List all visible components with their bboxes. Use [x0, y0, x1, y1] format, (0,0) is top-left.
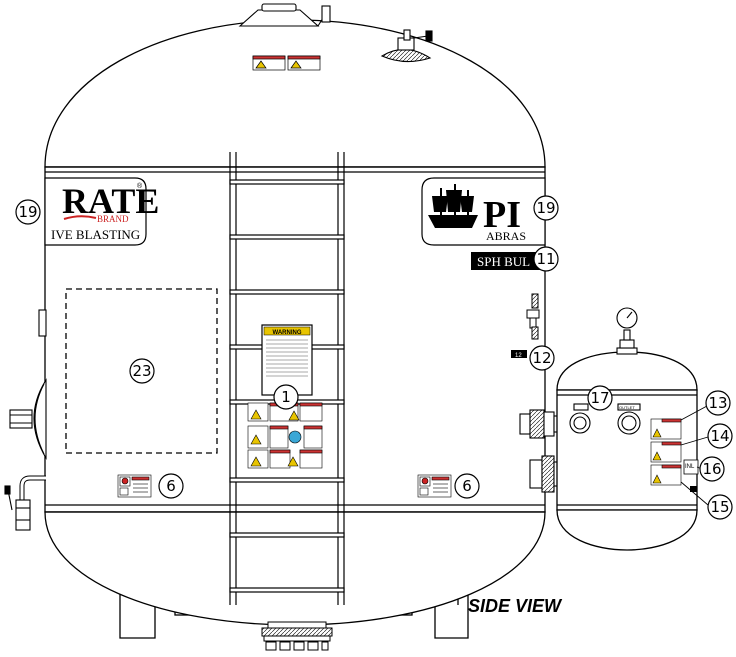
warning-placard-header: WARNING [273, 330, 302, 336]
callout-12: 12 [529, 345, 555, 371]
callout-6-left: 6 [158, 473, 184, 499]
small-tag-text: 12 [515, 353, 522, 359]
callout-17-label: 17 [590, 389, 609, 407]
warning-decal-grid [247, 402, 323, 469]
callout-6-right-label: 6 [462, 477, 472, 495]
small-vessel-bottom-head [556, 509, 698, 551]
decal-6-right [417, 474, 452, 498]
pirate-ship-icon [428, 184, 478, 228]
callout-23-label: 23 [132, 362, 151, 380]
logo-left: RATE ® BRAND IVE BLASTING [44, 177, 159, 246]
callout-16: 16 [699, 456, 725, 482]
model-plate-text: SPH BUL [477, 254, 530, 269]
vessel-top-head [44, 19, 546, 168]
callout-15-label: 15 [710, 498, 729, 516]
logo-right-tagline: ABRAS [486, 229, 526, 243]
warning-placard: WARNING [261, 324, 313, 396]
model-plate: SPH BUL [471, 252, 545, 270]
small-vessel-port-right-label: OUTLET [619, 405, 635, 410]
view-title: SIDE VIEW [468, 596, 563, 616]
dashed-panel-area [65, 288, 218, 454]
logo-left-subbrand: BRAND [97, 214, 129, 224]
logo-left-tagline: IVE BLASTING [51, 227, 140, 242]
right-side-fittings [526, 293, 540, 340]
top-vent-valve [380, 29, 433, 63]
small-vessel-ports [569, 403, 641, 435]
pressure-gauge-icon [616, 307, 638, 355]
callout-1: 1 [273, 384, 299, 410]
small-vessel-top-head [556, 351, 698, 391]
logo-left-swoosh [63, 215, 97, 220]
top-warning-labels [252, 55, 321, 71]
callout-19-left-label: 19 [18, 203, 37, 221]
callout-17: 17 [587, 385, 613, 411]
callout-6-right: 6 [454, 473, 480, 499]
callout-12-label: 12 [532, 349, 551, 367]
callout-16-label: 16 [702, 460, 721, 478]
decal-6-left [117, 474, 152, 498]
callout-14-label: 14 [710, 427, 729, 445]
callout-11: 11 [533, 246, 559, 272]
callout-15: 15 [707, 494, 733, 520]
callout-19-right: 19 [533, 195, 559, 221]
small-vessel-side-tag-text: INL [685, 464, 695, 470]
bottom-outlet-flange [261, 621, 333, 651]
callout-13: 13 [705, 390, 731, 416]
callout-6-left-label: 6 [166, 477, 176, 495]
small-tag: 12 [511, 350, 527, 359]
small-vessel-decals [650, 418, 682, 486]
left-side-fittings [4, 309, 47, 531]
callout-14: 14 [707, 423, 733, 449]
logo-right-brand: PI [483, 194, 521, 236]
callout-1-label: 1 [281, 388, 291, 406]
top-manway-fitting [238, 3, 331, 27]
callout-19-left: 19 [15, 199, 41, 225]
callout-11-label: 11 [536, 250, 555, 268]
logo-left-brand: RATE [62, 181, 159, 221]
logo-right: PI ABRAS [421, 177, 546, 246]
callout-13-label: 13 [708, 394, 727, 412]
callout-23: 23 [129, 358, 155, 384]
logo-left-trademark: ® [137, 182, 143, 190]
callout-19-right-label: 19 [536, 199, 555, 217]
